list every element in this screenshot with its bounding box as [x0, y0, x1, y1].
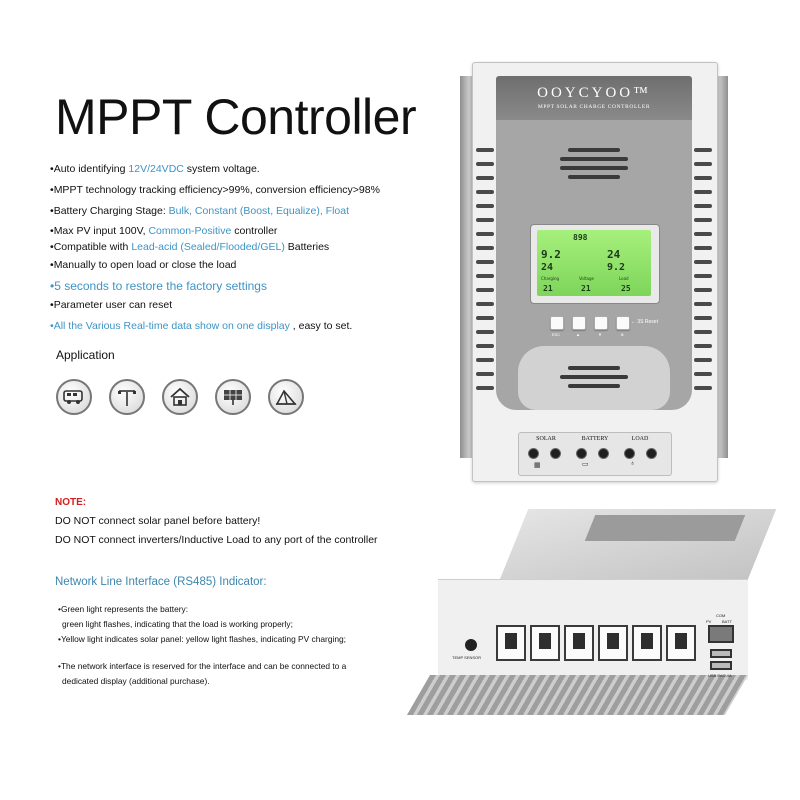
lcd-row2-left: 24 [541, 262, 554, 273]
solar-terminal-neg[interactable] [550, 448, 561, 459]
feature-9: •All the Various Real-time data show on … [50, 320, 353, 332]
note-line-2: DO NOT connect inverters/Inductive Load … [55, 534, 378, 546]
feature-2: •MPPT technology tracking efficiency>99%… [50, 184, 380, 196]
lcd-bottom-2: 21 [581, 284, 591, 293]
lcd-label-3: Load [619, 276, 629, 281]
batt-label: BATT [722, 619, 732, 624]
terminal-port-5[interactable] [632, 625, 662, 661]
network-line-2: green light flashes, indicating that the… [62, 619, 293, 629]
com-label: COM [716, 613, 726, 618]
controller-bottom-view: TEMP SENSOR COM PV BATT USB 5V/2.4A [406, 505, 777, 730]
lcd-row1-left: 9.2 [541, 248, 561, 261]
feature-7: •5 seconds to restore the factory settin… [50, 279, 267, 293]
lcd-label-1: Charging [541, 276, 560, 281]
network-line-5: dedicated display (additional purchase). [62, 676, 210, 686]
battery-terminal-neg[interactable] [598, 448, 609, 459]
feature-1: •Auto identifying 12V/24VDC system volta… [50, 163, 260, 175]
top-grey-band [584, 515, 746, 541]
terminal-port-1[interactable] [496, 625, 526, 661]
tent-icon [268, 379, 304, 415]
temp-sensor-port[interactable] [465, 639, 477, 651]
lcd-bottom-1: 21 [543, 284, 553, 293]
solar-label: SOLAR [536, 436, 556, 442]
bottom-vent [558, 366, 630, 396]
load-terminal-neg[interactable] [646, 448, 657, 459]
solar-panel-symbol-icon: ▦ [534, 462, 541, 469]
reset-hint: ← 3S Reset [631, 319, 658, 325]
feature-6: •Manually to open load or close the load [50, 259, 237, 271]
battery-label: BATTERY [581, 436, 609, 442]
feature-5: •Compatible with Lead-acid (Sealed/Flood… [50, 241, 330, 253]
up-label: ▲ [576, 332, 580, 337]
feature-4: •Max PV input 100V, Common-Positive cont… [50, 225, 278, 237]
network-title: Network Line Interface (RS485) Indicator… [55, 576, 267, 588]
battery-terminal-pos[interactable] [576, 448, 587, 459]
usb-label: USB 5V/2.4A [708, 673, 732, 678]
terminal-port-3[interactable] [564, 625, 594, 661]
load-label: LOAD [631, 436, 649, 442]
down-label: ▼ [598, 332, 602, 337]
terminal-port-6[interactable] [666, 625, 696, 661]
application-title: Application [56, 348, 115, 362]
top-vent [558, 148, 630, 188]
house-icon [162, 379, 198, 415]
up-button[interactable] [572, 316, 586, 330]
feature-3: •Battery Charging Stage: Bulk, Constant … [50, 205, 350, 217]
down-button[interactable] [594, 316, 608, 330]
terminal-port-2[interactable] [530, 625, 560, 661]
network-line-3: •Yellow light indicates solar panel: yel… [58, 634, 347, 644]
enter-label: ⊕ [620, 332, 624, 337]
terminal-port-4[interactable] [598, 625, 628, 661]
rj45-port[interactable] [708, 625, 734, 643]
load-terminal-pos[interactable] [624, 448, 635, 459]
usb-port-1[interactable] [710, 649, 732, 658]
network-line-4: •The network interface is reserved for t… [58, 661, 347, 671]
controller-front: OOYCYOO™ MPPT SOLAR CHARGE CONTROLLER 89… [460, 62, 728, 482]
pv-label: PV [706, 619, 712, 624]
solar-terminal-pos[interactable] [528, 448, 539, 459]
solar-panel-icon [215, 379, 251, 415]
lcd-bottom-3: 25 [621, 284, 631, 293]
usb-port-2[interactable] [710, 661, 732, 670]
battery-symbol-icon: ▭ [582, 461, 589, 468]
lcd-label-2: Voltage [579, 276, 595, 281]
heatsink-fins [406, 675, 748, 715]
temp-sensor-label: TEMP SENSOR [452, 655, 482, 660]
lcd-top-value: 898 [573, 233, 588, 242]
page-title: MPPT Controller [55, 89, 417, 145]
network-line-1: •Green light represents the battery: [58, 604, 189, 614]
note-title: NOTE: [55, 497, 87, 508]
enter-button[interactable] [616, 316, 630, 330]
feature-8: •Parameter user can reset [50, 299, 173, 311]
note-line-1: DO NOT connect solar panel before batter… [55, 515, 261, 527]
esc-button[interactable] [550, 316, 564, 330]
rv-icon [56, 379, 92, 415]
brand-header: OOYCYOO™ MPPT SOLAR CHARGE CONTROLLER [496, 76, 692, 120]
lcd-row2-right: 9.2 [607, 262, 626, 273]
brand-name: OOYCYOO™ [537, 85, 651, 101]
lcd-screen: 898 9.2 24 24 9.2 Charging Voltage Load … [537, 230, 651, 296]
brand-subtitle: MPPT SOLAR CHARGE CONTROLLER [537, 104, 651, 110]
lcd-bezel: 898 9.2 24 24 9.2 Charging Voltage Load … [530, 224, 660, 304]
street-lamp-icon [109, 379, 145, 415]
lamp-symbol-icon: ♁ [630, 460, 636, 467]
lcd-row1-right: 24 [607, 248, 621, 261]
esc-label: ESC [551, 332, 561, 337]
